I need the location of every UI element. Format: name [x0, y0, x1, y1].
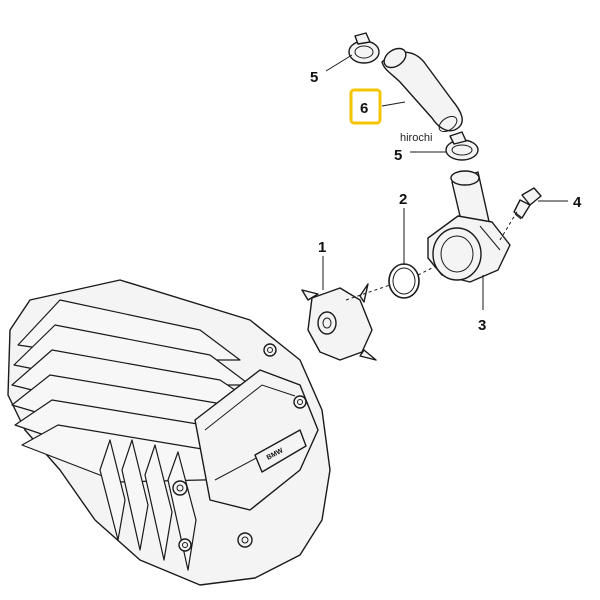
hose-clamp-bottom-part-5 — [445, 131, 479, 161]
callout-6-highlight-box — [349, 88, 382, 125]
bolt-part-4 — [513, 187, 542, 220]
assembly-lines — [345, 209, 519, 301]
callout-2: 2 — [399, 191, 407, 208]
impeller-part-1 — [301, 283, 377, 361]
callout-6: 6 — [360, 100, 368, 117]
callout-4: 4 — [573, 194, 582, 211]
leader-lines — [322, 54, 568, 310]
o-ring-part-2 — [388, 263, 420, 299]
callout-1: 1 — [318, 239, 326, 256]
hose-clamp-top-part-5 — [348, 32, 380, 64]
callout-5-bottom: 5 — [394, 147, 402, 164]
coolant-hose-part-6 — [381, 47, 463, 133]
callout-5-top: 5 — [310, 69, 318, 86]
callout-3: 3 — [478, 317, 486, 334]
watermark-text: hirochi — [400, 132, 432, 144]
pump-housing-part-3 — [427, 170, 511, 283]
cylinder-head: BMW — [7, 279, 331, 586]
